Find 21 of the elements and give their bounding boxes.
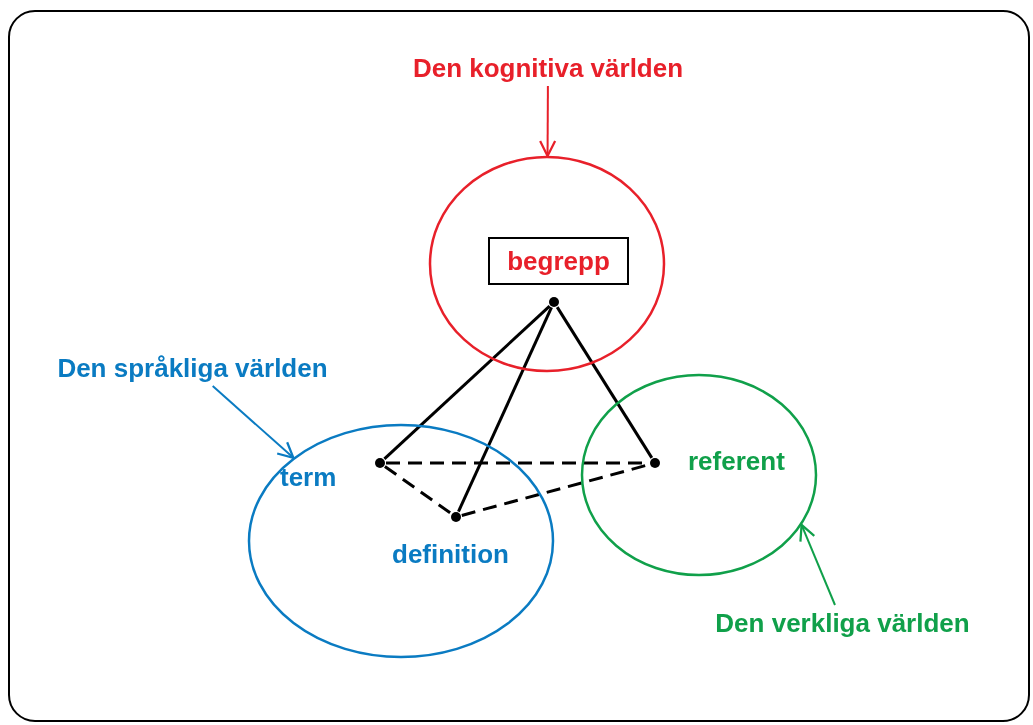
vertex-dot xyxy=(374,457,386,469)
vertex-dot xyxy=(649,457,661,469)
world-ellipse xyxy=(248,424,554,658)
arrow xyxy=(211,385,295,459)
connector-line xyxy=(384,465,452,515)
region-label: Den kognitiva världen xyxy=(378,50,718,86)
world-ellipse xyxy=(581,374,817,576)
connector-line xyxy=(383,304,551,461)
region-label: Den verkliga världen xyxy=(680,605,1005,641)
vertex-label: referent xyxy=(688,446,785,477)
region-label: Den språkliga världen xyxy=(20,350,365,386)
concept-box: begrepp xyxy=(488,237,629,285)
arrow xyxy=(539,85,557,158)
connector-line xyxy=(555,306,654,459)
world-ellipse xyxy=(429,156,665,372)
vertex-label: definition xyxy=(392,539,509,570)
vertex-dot xyxy=(450,511,462,523)
connector-line xyxy=(457,306,553,513)
vertex-dot xyxy=(548,296,560,308)
arrow xyxy=(799,523,836,606)
vertex-label: term xyxy=(280,462,337,493)
